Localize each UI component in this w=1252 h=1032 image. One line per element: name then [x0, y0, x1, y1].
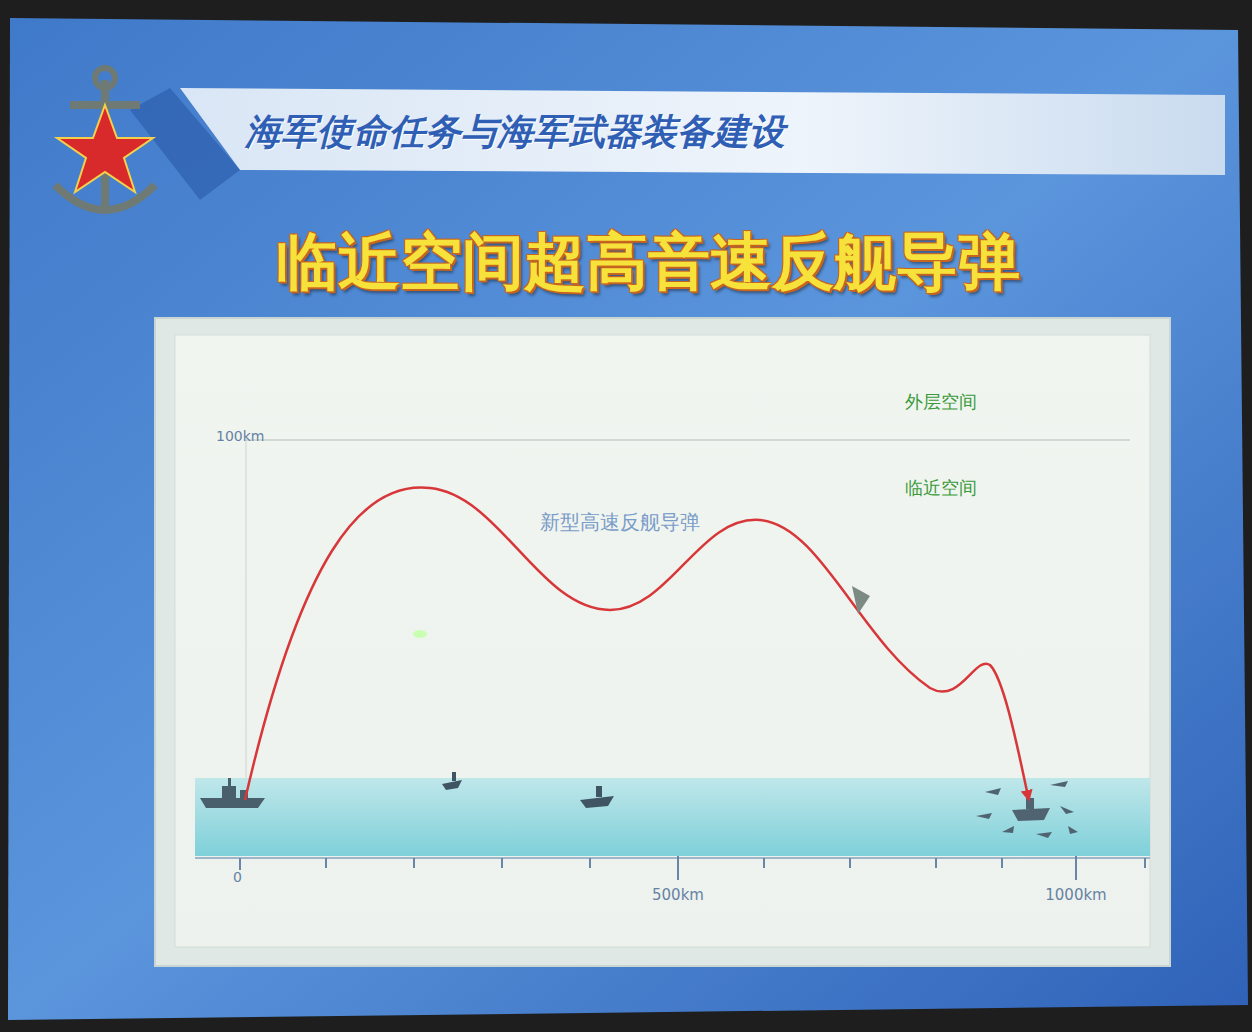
axis-value: 0 — [233, 870, 242, 885]
layer-label: 临近空间 — [905, 478, 977, 498]
axis-value: 100km — [216, 429, 264, 444]
layer-label: 外层空间 — [905, 392, 977, 412]
slide-header: 海军使命任务与海军武器装备建设 — [245, 112, 785, 152]
axis-value: 500km — [652, 887, 704, 904]
curve-label: 新型高速反舰导弹 — [540, 511, 700, 533]
axis-value: 1000km — [1045, 887, 1106, 904]
slide-title: 临近空间超高音速反舰导弹 — [276, 228, 1020, 296]
